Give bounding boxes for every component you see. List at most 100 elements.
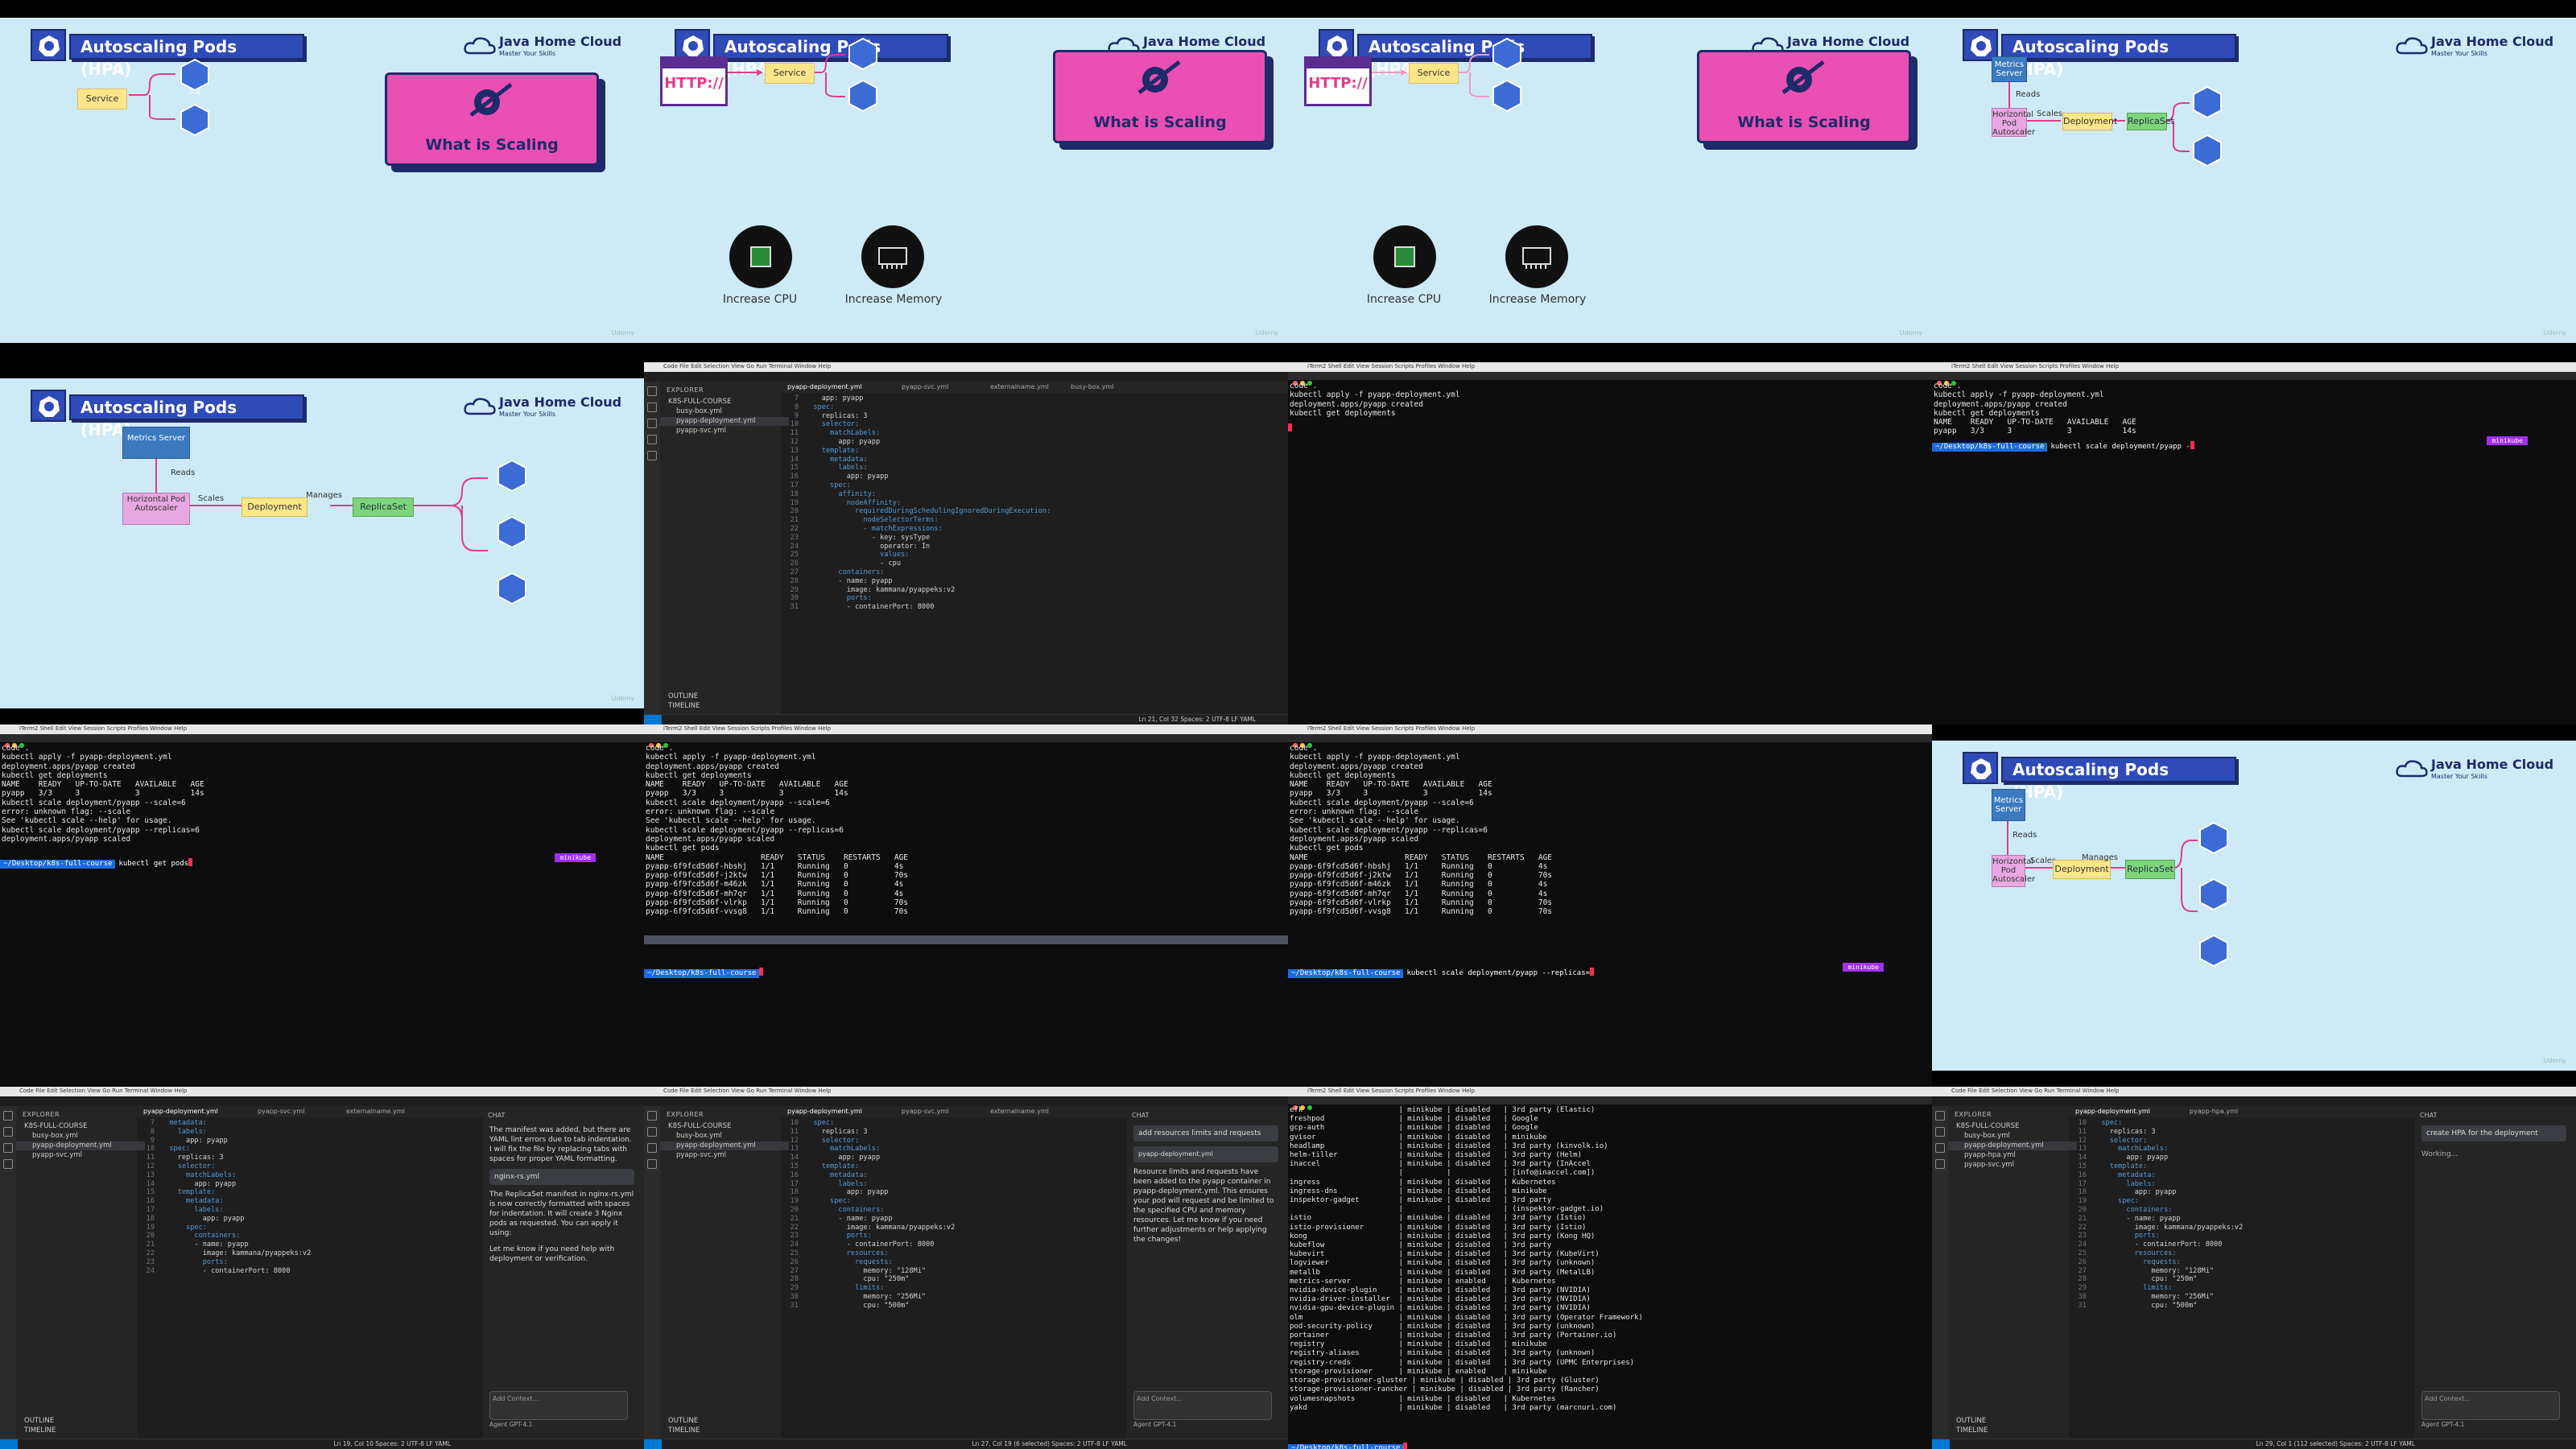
file-pyapp-deployment[interactable]: pyapp-deployment.yml bbox=[660, 417, 789, 426]
status-position[interactable]: Ln 19, Col 10 Spaces: 2 UTF-8 LF YAML bbox=[333, 1440, 451, 1447]
minimize-icon[interactable] bbox=[1300, 1105, 1305, 1110]
run-debug-icon[interactable] bbox=[1935, 1159, 1945, 1169]
zoom-icon[interactable] bbox=[663, 743, 668, 748]
terminal-output[interactable]: code . kubectl apply -f pyapp-deployment… bbox=[646, 744, 1286, 917]
outline-section[interactable]: OUTLINE bbox=[668, 692, 699, 700]
status-position[interactable]: Ln 27, Col 19 (6 selected) Spaces: 2 UTF… bbox=[972, 1440, 1127, 1447]
zoom-icon[interactable] bbox=[19, 743, 24, 748]
files-icon[interactable] bbox=[647, 386, 657, 396]
project-folder[interactable]: K8S-FULL-COURSE bbox=[24, 1122, 88, 1130]
file-pyapp-hpa[interactable]: pyapp-hpa.yml bbox=[1964, 1151, 2016, 1159]
project-folder[interactable]: K8S-FULL-COURSE bbox=[668, 398, 732, 406]
run-debug-icon[interactable] bbox=[647, 435, 657, 444]
terminal-output[interactable]: code . kubectl apply -f pyapp-deployment… bbox=[1934, 382, 2136, 436]
search-icon[interactable] bbox=[647, 1127, 657, 1137]
search-icon[interactable] bbox=[3, 1127, 13, 1137]
source-control-icon[interactable] bbox=[647, 419, 657, 428]
zoom-icon[interactable] bbox=[1951, 381, 1956, 386]
terminal-output[interactable]: code . kubectl apply -f pyapp-deployment… bbox=[1290, 382, 1460, 418]
source-control-icon[interactable] bbox=[3, 1143, 13, 1153]
file-pyapp-deployment[interactable]: pyapp-deployment.yml bbox=[16, 1141, 145, 1150]
outline-section[interactable]: OUTLINE bbox=[1956, 1417, 1987, 1425]
chat-file-chip[interactable]: pyapp-deployment.yml bbox=[1133, 1146, 1278, 1162]
add-context-button[interactable]: Add Context... bbox=[2425, 1395, 2471, 1402]
prompt-command[interactable]: kubectl scale deployment/pyapp --replica… bbox=[1406, 969, 1591, 977]
close-icon[interactable] bbox=[649, 743, 654, 748]
close-icon[interactable] bbox=[1293, 1105, 1298, 1110]
addons-table[interactable]: efk | minikube | disabled | 3rd party (E… bbox=[1290, 1106, 1643, 1412]
minimize-icon[interactable] bbox=[1300, 381, 1305, 386]
add-context-button[interactable]: Add Context... bbox=[1137, 1395, 1183, 1402]
terminal-output[interactable]: code . kubectl apply -f pyapp-deployment… bbox=[1290, 744, 1930, 917]
run-debug-icon[interactable] bbox=[3, 1159, 13, 1169]
file-pyapp-svc[interactable]: pyapp-svc.yml bbox=[1964, 1161, 2014, 1169]
file-pyapp-deployment[interactable]: pyapp-deployment.yml bbox=[1948, 1141, 2077, 1150]
file-pyapp-svc[interactable]: pyapp-svc.yml bbox=[676, 1151, 726, 1159]
file-busy-box[interactable]: busy-box.yml bbox=[1964, 1132, 2010, 1140]
status-position[interactable]: Ln 21, Col 32 Spaces: 2 UTF-8 LF YAML bbox=[1138, 716, 1256, 723]
tab-busy-box[interactable]: busy-box.yml bbox=[1071, 383, 1114, 390]
tab-externalname[interactable]: externalname.yml bbox=[346, 1108, 405, 1115]
chat-agent-model[interactable]: Agent GPT-4.1 bbox=[2421, 1421, 2465, 1428]
minimize-icon[interactable] bbox=[12, 743, 17, 748]
close-icon[interactable] bbox=[1293, 381, 1298, 386]
outline-section[interactable]: OUTLINE bbox=[668, 1417, 699, 1425]
timeline-section[interactable]: TIMELINE bbox=[668, 1426, 700, 1435]
close-icon[interactable] bbox=[1937, 381, 1942, 386]
zoom-icon[interactable] bbox=[1307, 743, 1312, 748]
chat-input[interactable]: Add Context... bbox=[1133, 1391, 1272, 1420]
file-busy-box[interactable]: busy-box.yml bbox=[676, 407, 722, 415]
tab-externalname[interactable]: externalname.yml bbox=[990, 383, 1049, 390]
file-pyapp-svc[interactable]: pyapp-svc.yml bbox=[676, 427, 726, 435]
zoom-icon[interactable] bbox=[1307, 381, 1312, 386]
zoom-icon[interactable] bbox=[1307, 1105, 1312, 1110]
terminal-output[interactable]: code . kubectl apply -f pyapp-deployment… bbox=[2, 744, 204, 844]
tab-pyapp-deployment[interactable]: pyapp-deployment.yml bbox=[787, 383, 862, 390]
minimize-icon[interactable] bbox=[656, 743, 661, 748]
chat-input[interactable]: Add Context... bbox=[489, 1391, 628, 1420]
prompt-command[interactable]: kubectl scale deployment/pyapp - bbox=[2050, 443, 2190, 451]
extensions-icon[interactable] bbox=[647, 451, 657, 460]
chat-input[interactable]: Add Context... bbox=[2421, 1391, 2560, 1420]
project-folder[interactable]: K8S-FULL-COURSE bbox=[1956, 1122, 2020, 1130]
prompt-command[interactable]: kubectl get pods bbox=[118, 860, 189, 868]
file-busy-box[interactable]: busy-box.yml bbox=[32, 1132, 78, 1140]
run-debug-icon[interactable] bbox=[647, 1159, 657, 1169]
minimize-icon[interactable] bbox=[1944, 381, 1949, 386]
files-icon[interactable] bbox=[3, 1111, 13, 1121]
search-icon[interactable] bbox=[647, 402, 657, 412]
project-folder[interactable]: K8S-FULL-COURSE bbox=[668, 1122, 732, 1130]
add-context-button[interactable]: Add Context... bbox=[493, 1395, 539, 1402]
chat-agent-model[interactable]: Agent GPT-4.1 bbox=[1133, 1421, 1177, 1428]
tab-pyapp-svc[interactable]: pyapp-svc.yml bbox=[902, 383, 949, 390]
chat-agent-model[interactable]: Agent GPT-4.1 bbox=[489, 1421, 533, 1428]
tab-externalname[interactable]: externalname.yml bbox=[990, 1108, 1049, 1115]
tab-pyapp-deployment[interactable]: pyapp-deployment.yml bbox=[2075, 1108, 2150, 1115]
status-position[interactable]: Ln 29, Col 1 (112 selected) Spaces: 2 UT… bbox=[2256, 1440, 2415, 1447]
close-icon[interactable] bbox=[5, 743, 10, 748]
outline-section[interactable]: OUTLINE bbox=[24, 1417, 55, 1425]
source-control-icon[interactable] bbox=[647, 1143, 657, 1153]
file-pyapp-svc[interactable]: pyapp-svc.yml bbox=[32, 1151, 82, 1159]
files-icon[interactable] bbox=[1935, 1111, 1945, 1121]
file-busy-box[interactable]: busy-box.yml bbox=[676, 1132, 722, 1140]
tab-pyapp-deployment[interactable]: pyapp-deployment.yml bbox=[143, 1108, 218, 1115]
tab-pyapp-hpa[interactable]: pyapp-hpa.yml bbox=[2190, 1108, 2239, 1115]
timeline-section[interactable]: TIMELINE bbox=[24, 1426, 56, 1435]
file-pyapp-deployment[interactable]: pyapp-deployment.yml bbox=[660, 1141, 789, 1150]
minimize-icon[interactable] bbox=[1300, 743, 1305, 748]
tab-pyapp-svc[interactable]: pyapp-svc.yml bbox=[902, 1108, 949, 1115]
chat-file-chip[interactable]: nginx-rs.yml bbox=[489, 1169, 634, 1185]
timeline-section[interactable]: TIMELINE bbox=[1956, 1426, 1988, 1435]
search-icon[interactable] bbox=[1935, 1127, 1945, 1137]
close-icon[interactable] bbox=[1293, 743, 1298, 748]
timeline-section[interactable]: TIMELINE bbox=[668, 702, 700, 710]
tab-pyapp-svc[interactable]: pyapp-svc.yml bbox=[258, 1108, 305, 1115]
source-control-icon[interactable] bbox=[1935, 1143, 1945, 1153]
files-icon[interactable] bbox=[647, 1111, 657, 1121]
tab-pyapp-deployment[interactable]: pyapp-deployment.yml bbox=[787, 1108, 862, 1115]
